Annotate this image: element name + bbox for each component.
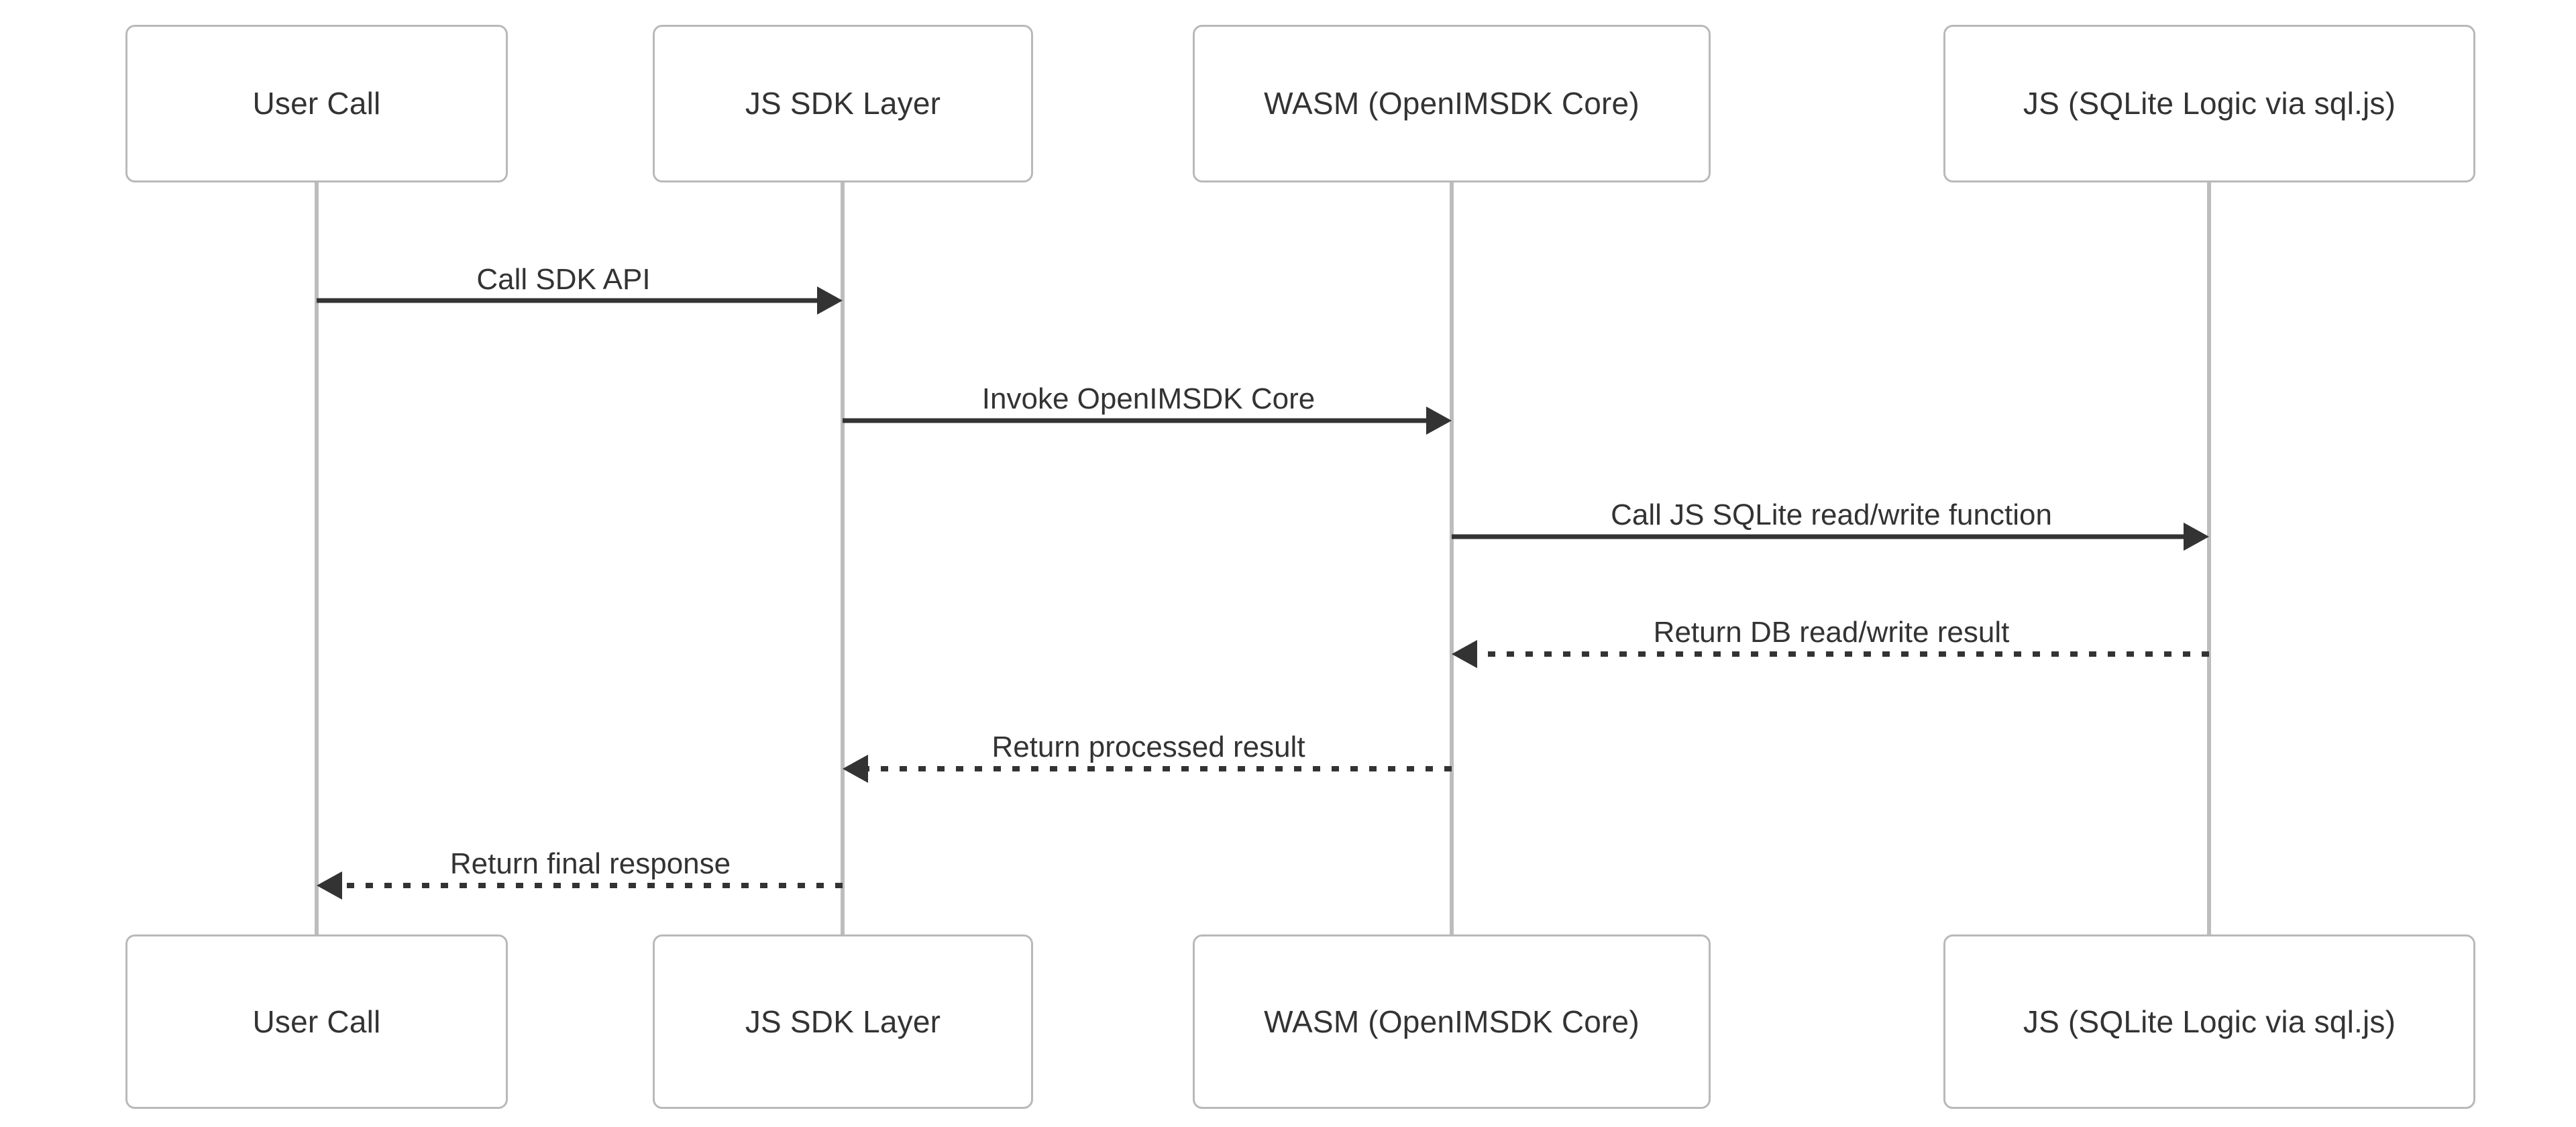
message-arrowhead-return-processed-result <box>843 755 868 783</box>
lifeline-layer <box>315 182 2211 934</box>
message-arrowhead-return-final-response <box>317 871 342 900</box>
participant-label-js-sqlite-logic: JS (SQLite Logic via sql.js) <box>2023 86 2396 121</box>
message-arrow-layer <box>317 286 2209 900</box>
participant-box-js-sqlite-logic-bottom[interactable]: JS (SQLite Logic via sql.js) <box>1943 934 2475 1109</box>
message-label-return-processed-result: Return processed result <box>991 731 1305 763</box>
message-arrowhead-call-js-sqlite-read-write-function <box>2184 523 2209 551</box>
message-label-return-final-response: Return final response <box>449 847 731 880</box>
participant-box-js-sqlite-logic-top[interactable]: JS (SQLite Logic via sql.js) <box>1943 25 2475 182</box>
message-label-call-js-sqlite-read-write-function: Call JS SQLite read/write function <box>1611 498 2052 531</box>
participant-box-wasm-openimsdk-core-bottom[interactable]: WASM (OpenIMSDK Core) <box>1193 934 1711 1109</box>
participant-label-js-sdk-layer: JS SDK Layer <box>745 86 941 121</box>
message-arrowhead-return-db-read-write-result <box>1452 640 1477 668</box>
participant-box-js-sdk-layer-top[interactable]: JS SDK Layer <box>653 25 1033 182</box>
participant-label-user-call: User Call <box>252 86 381 121</box>
participant-label-wasm-openimsdk-core: WASM (OpenIMSDK Core) <box>1264 1004 1640 1039</box>
participant-label-user-call: User Call <box>252 1004 381 1039</box>
participant-box-wasm-openimsdk-core-top[interactable]: WASM (OpenIMSDK Core) <box>1193 25 1711 182</box>
participant-box-js-sdk-layer-bottom[interactable]: JS SDK Layer <box>653 934 1033 1109</box>
message-label-invoke-openimsdk-core: Invoke OpenIMSDK Core <box>981 382 1316 415</box>
message-label-call-sdk-api: Call SDK API <box>476 263 651 296</box>
message-arrowhead-invoke-openimsdk-core <box>1426 407 1452 435</box>
participant-label-js-sqlite-logic: JS (SQLite Logic via sql.js) <box>2023 1004 2396 1039</box>
message-label-return-db-read-write-result: Return DB read/write result <box>1653 616 2010 649</box>
participant-box-user-call-top[interactable]: User Call <box>125 25 508 182</box>
message-arrowhead-call-sdk-api <box>817 286 843 315</box>
participant-label-wasm-openimsdk-core: WASM (OpenIMSDK Core) <box>1264 86 1640 121</box>
participant-box-user-call-bottom[interactable]: User Call <box>125 934 508 1109</box>
participant-label-js-sdk-layer: JS SDK Layer <box>745 1004 941 1039</box>
